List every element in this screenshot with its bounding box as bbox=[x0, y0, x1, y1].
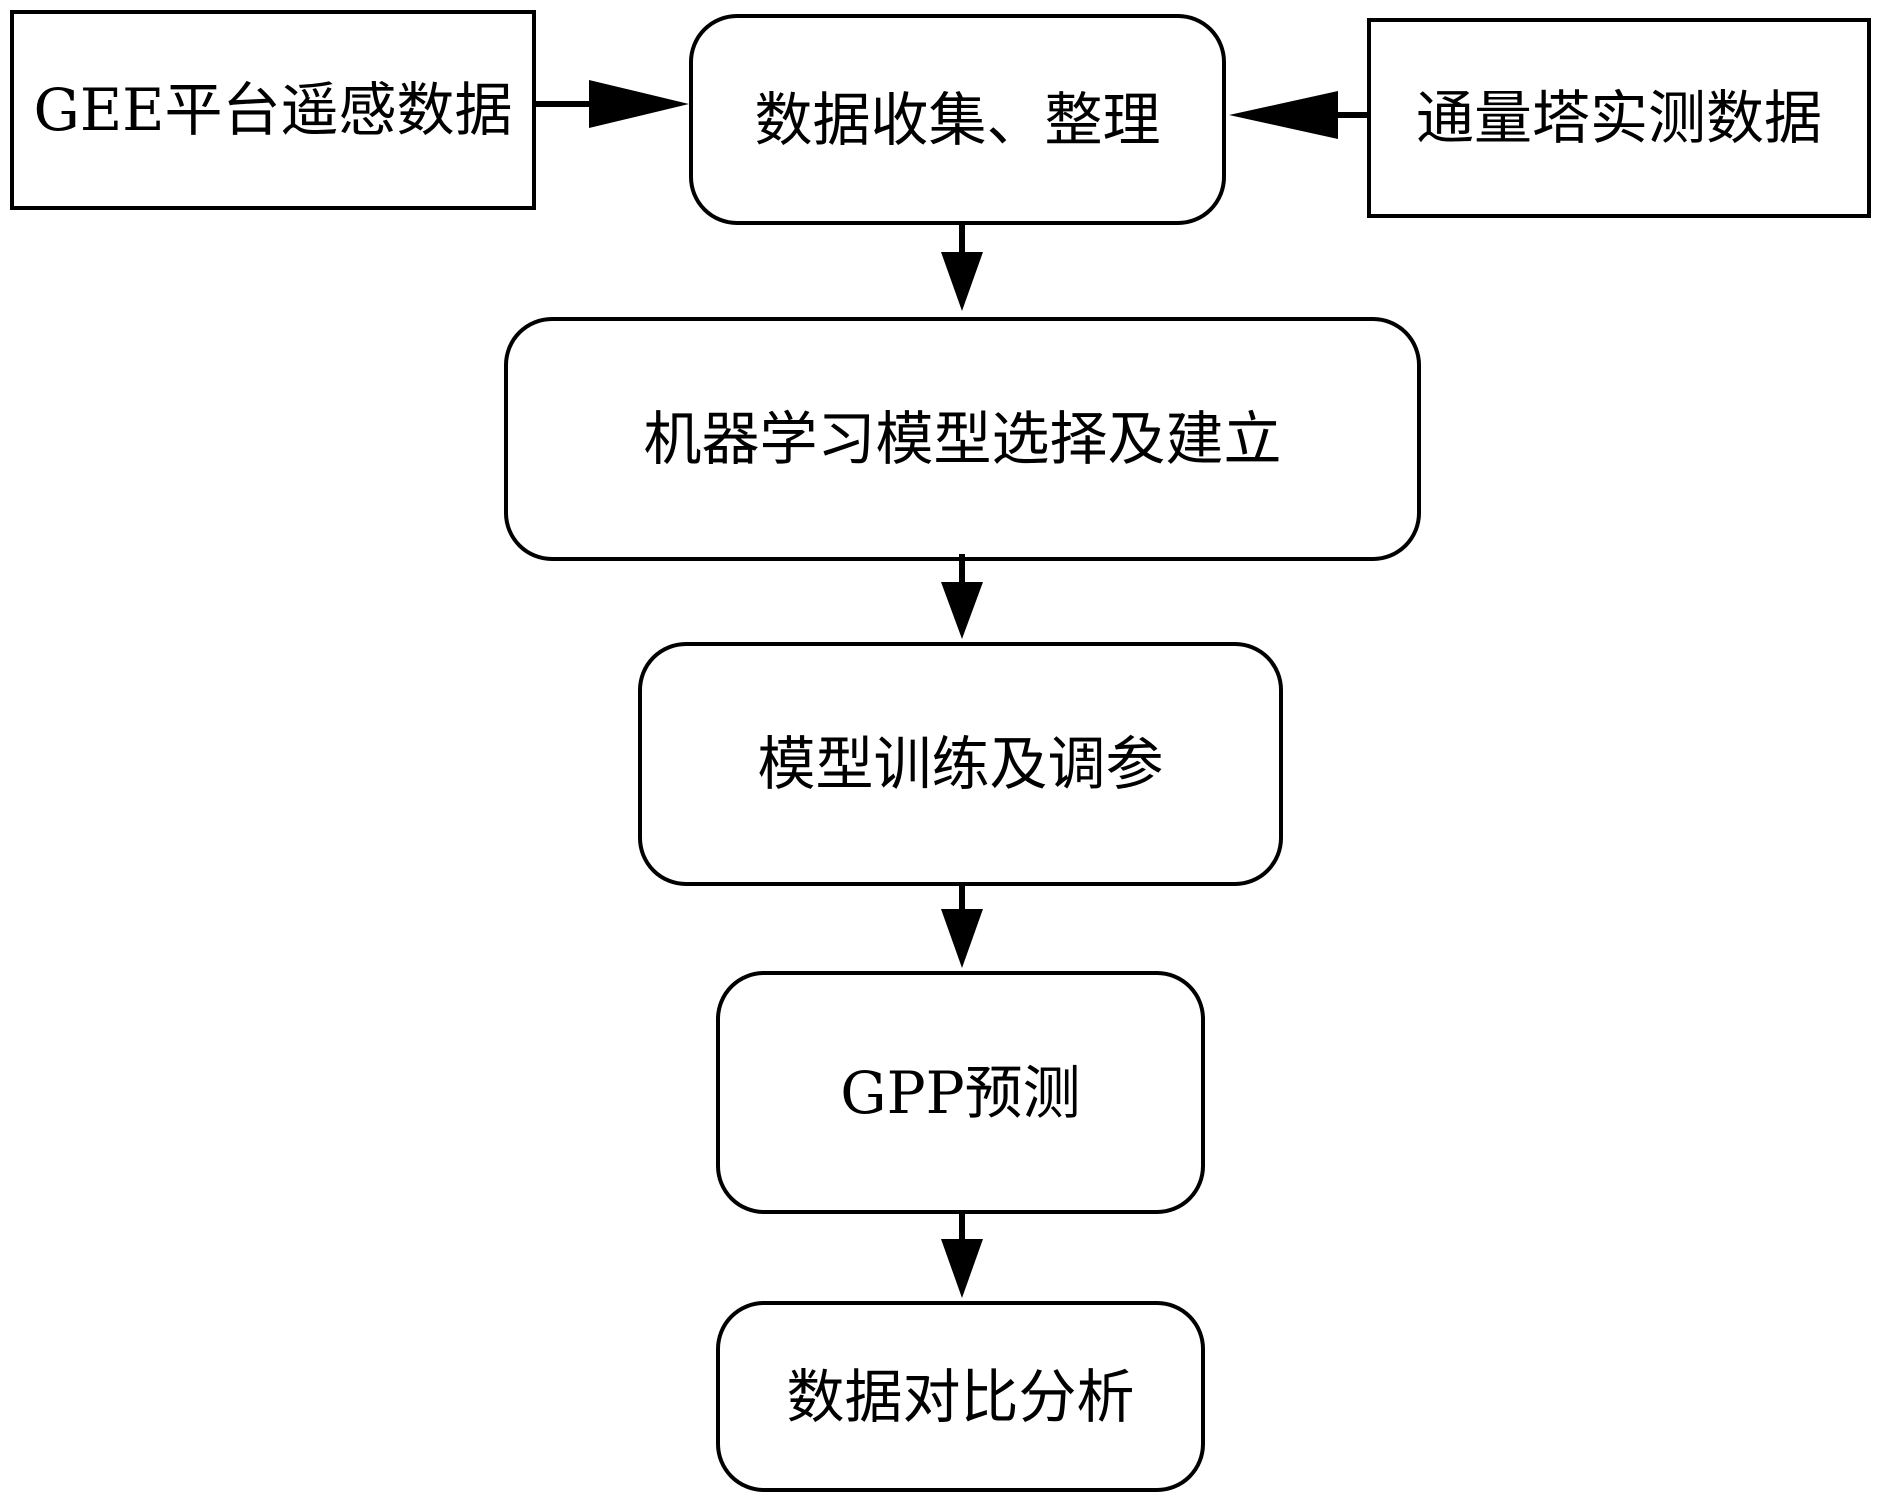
node-label: 数据收集、整理 bbox=[754, 85, 1161, 154]
arrow-gee-to-collect bbox=[536, 80, 689, 128]
node-flux-tower-data: 通量塔实测数据 bbox=[1367, 18, 1871, 218]
node-label: GEE平台遥感数据 bbox=[33, 76, 513, 144]
node-label: GPP预测 bbox=[840, 1058, 1081, 1127]
arrow-train-to-gpp bbox=[941, 886, 983, 968]
arrow-flux-to-collect bbox=[1229, 91, 1367, 139]
node-gee-remote-sensing-data: GEE平台遥感数据 bbox=[10, 10, 536, 210]
node-model-training: 模型训练及调参 bbox=[638, 642, 1283, 886]
node-label: 通量塔实测数据 bbox=[1415, 84, 1822, 152]
node-data-collection: 数据收集、整理 bbox=[689, 14, 1226, 225]
node-gpp-prediction: GPP预测 bbox=[716, 971, 1205, 1214]
arrow-collect-to-model bbox=[941, 225, 983, 311]
node-model-selection: 机器学习模型选择及建立 bbox=[504, 317, 1421, 561]
node-label: 数据对比分析 bbox=[786, 1362, 1135, 1431]
node-label: 机器学习模型选择及建立 bbox=[643, 405, 1282, 473]
node-data-comparison: 数据对比分析 bbox=[716, 1301, 1205, 1492]
arrow-gpp-to-compare bbox=[941, 1214, 983, 1298]
node-label: 模型训练及调参 bbox=[757, 730, 1164, 798]
arrow-model-to-train bbox=[941, 554, 983, 639]
